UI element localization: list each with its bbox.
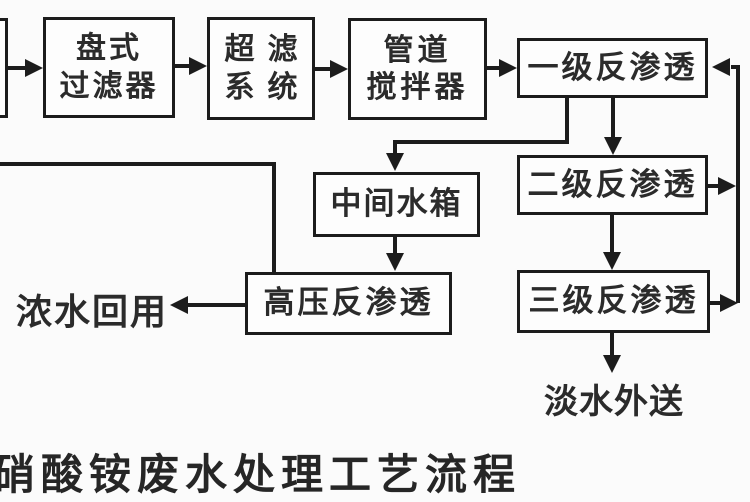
node-pipeline-mixer: 管道 搅拌器 [348, 18, 487, 120]
line-feed-to-hp-ro [0, 162, 276, 272]
arrow-ro1-to-ro2 [604, 98, 622, 155]
node-label: 一级反渗透 [527, 49, 698, 85]
node-label-line: 过滤器 [59, 69, 159, 103]
label-concentrate-reuse: 浓水回用 [16, 292, 169, 332]
node-label-line: 超滤 [224, 33, 311, 66]
node-label: 二级反渗透 [527, 166, 698, 202]
arrow-uf-to-mixer [315, 60, 348, 78]
arrow-ro2-to-ro3 [603, 215, 621, 270]
node-ultrafiltration-system: 超滤 系统 [207, 17, 315, 120]
node-source-partial [0, 18, 8, 118]
node-label-line: 盘式 [76, 32, 142, 65]
arrow-ro2-to-recycle-line [708, 177, 736, 195]
arrow-disc-filter-to-uf [175, 57, 207, 75]
node-ro-stage3: 三级反渗透 [517, 270, 710, 333]
node-label-line: 管道 [383, 33, 452, 67]
recycle-line-right [712, 58, 740, 303]
node-high-pressure-ro: 高压反渗透 [245, 272, 452, 335]
arrow-mixer-to-ro1 [487, 59, 517, 77]
diagram-caption: 硝酸铵废水处理工艺流程 [0, 453, 522, 499]
node-disc-filter: 盘式 过滤器 [43, 17, 175, 118]
node-label-line: 搅拌器 [366, 71, 469, 104]
node-intermediate-tank: 中间水箱 [313, 172, 480, 237]
node-label: 中间水箱 [330, 186, 463, 222]
arrow-ro3-to-fresh-out [603, 333, 621, 373]
node-label: 三级反渗透 [528, 283, 699, 319]
arrow-source-to-disc-filter [8, 59, 43, 77]
label-fresh-water-out: 淡水外送 [544, 384, 684, 421]
node-label: 高压反渗透 [263, 285, 434, 321]
node-label-line: 系统 [224, 70, 311, 104]
arrow-mid-tank-to-hp-ro [386, 237, 404, 271]
node-ro-stage1: 一级反渗透 [517, 38, 708, 98]
arrow-hp-ro-to-concentrate-reuse [170, 296, 245, 314]
arrow-ro3-to-recycle-line [710, 294, 738, 312]
node-ro-stage2: 二级反渗透 [517, 155, 708, 215]
